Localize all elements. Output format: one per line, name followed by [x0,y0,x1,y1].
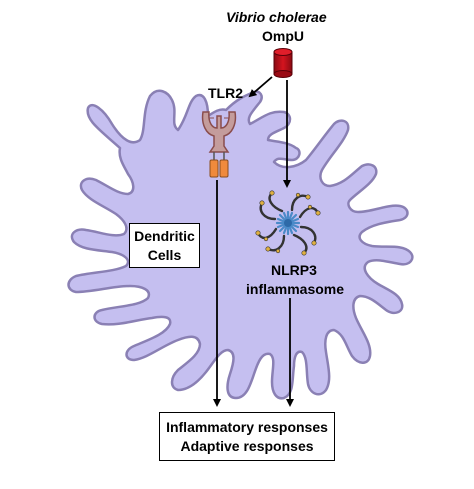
ompu-to-tlr2-arrow [248,76,273,98]
dendritic-cells-label-line2: Cells [147,246,182,263]
adaptive-responses-label: Adaptive responses [180,437,314,454]
tlr2-label: TLR2 [208,85,243,101]
inflammatory-responses-label: Inflammatory responses [166,418,328,435]
dendritic-cells-label-line1: Dendritic [134,227,195,244]
pathogen-label: Vibrio cholerae [226,9,327,25]
ompu-protein-icon [273,48,293,78]
ompu-label: OmpU [262,28,304,44]
inflammasome-label: inflammasome [246,281,345,297]
dendritic-cell-body [67,89,414,400]
dendritic-cells-box: Dendritic Cells [129,223,200,268]
nlrp3-label: NLRP3 [271,262,317,278]
responses-box: Inflammatory responses Adaptive response… [159,412,335,461]
tlr2-receptor-icon [201,111,237,178]
nlrp3-inflammasome-icon [255,190,321,256]
